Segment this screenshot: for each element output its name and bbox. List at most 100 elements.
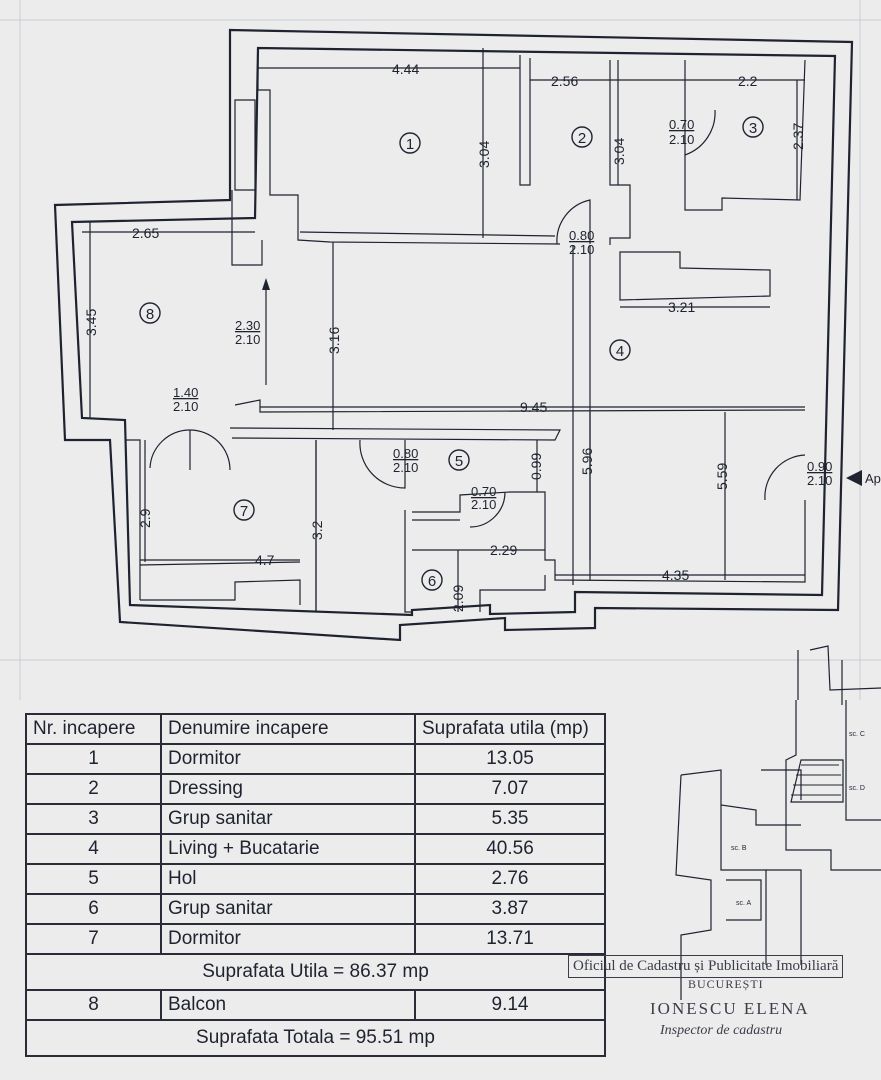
row-nr: 5 — [25, 863, 162, 895]
door-3-height: 2.10 — [669, 132, 694, 147]
grand-total-row: Suprafata Totala = 95.51 mp — [25, 1019, 606, 1057]
room-number-4: 4 — [616, 343, 624, 360]
useful-total-row: Suprafata Utila = 86.37 mp — [25, 953, 606, 991]
door-6-height: 2.10 — [471, 497, 496, 512]
room-number-3: 3 — [749, 120, 757, 137]
table-row: 1 Dormitor 13.05 — [25, 743, 606, 775]
header-area: Suprafata utila (mp) — [414, 713, 606, 745]
table-row: 6 Grup sanitar 3.87 — [25, 893, 606, 925]
dim-0-99: 0.99 — [528, 453, 544, 480]
table-row: 2 Dressing 7.07 — [25, 773, 606, 805]
door-swings — [149, 109, 806, 528]
dim-4-44: 4.44 — [392, 61, 419, 77]
row-name: Dormitor — [160, 923, 416, 955]
dim-3-16: 3.16 — [326, 327, 342, 354]
dim-2-37: 2.37 — [790, 123, 806, 150]
room-number-7: 7 — [240, 503, 248, 520]
header-name: Denumire incapere — [160, 713, 416, 745]
row-nr: 6 — [25, 893, 162, 925]
row-area: 2.76 — [414, 863, 606, 895]
door-5-height: 2.10 — [393, 460, 418, 475]
table-row: 3 Grup sanitar 5.35 — [25, 803, 606, 835]
site-label-a: sc. A — [736, 900, 752, 907]
dim-2-56: 2.56 — [551, 73, 578, 89]
dim-3-21: 3.21 — [668, 299, 695, 315]
room-number-1: 1 — [406, 136, 414, 153]
table-row: 5 Hol 2.76 — [25, 863, 606, 895]
row-area: 3.87 — [414, 893, 606, 925]
balcony-row: 8 Balcon 9.14 — [25, 989, 606, 1021]
balcony-area: 9.14 — [414, 989, 606, 1021]
dim-2-2: 2.2 — [738, 73, 758, 89]
dimension-lines — [82, 48, 805, 612]
dim-2-29: 2.29 — [490, 542, 517, 558]
dim-3-04-room1: 3.04 — [476, 141, 492, 168]
row-area: 13.05 — [414, 743, 606, 775]
dim-2-09: 2.09 — [450, 585, 466, 612]
row-nr: 3 — [25, 803, 162, 835]
stamp-inspector-role: Inspector de cadastru — [660, 1023, 783, 1038]
room-areas-table: Nr. incapere Denumire incapere Suprafata… — [25, 713, 606, 1057]
dim-2-65: 2.65 — [132, 225, 159, 241]
door-2-height: 2.10 — [569, 242, 594, 257]
header-nr: Nr. incapere — [25, 713, 162, 745]
cadastre-stamp: Oficiul de Cadastru și Publicitate Imobi… — [568, 955, 844, 1038]
room-number-8: 8 — [146, 306, 154, 323]
door-entry-height: 2.10 — [807, 473, 832, 488]
table-row: 4 Living + Bucatarie 40.56 — [25, 833, 606, 865]
entry-arrow-icon — [846, 470, 862, 486]
room-number-6: 6 — [428, 573, 436, 590]
door-6-width: 0.70 — [471, 484, 496, 499]
dim-9-45: 9.45 — [520, 399, 547, 415]
balcony-name: Balcon — [160, 989, 416, 1021]
row-area: 7.07 — [414, 773, 606, 805]
door-8-width: 2.30 — [235, 318, 260, 333]
useful-total: Suprafata Utila = 86.37 mp — [25, 953, 606, 991]
row-nr: 7 — [25, 923, 162, 955]
background-grid — [0, 0, 881, 700]
dim-4-35: 4.35 — [662, 567, 689, 583]
row-name: Dormitor — [160, 743, 416, 775]
row-area: 13.71 — [414, 923, 606, 955]
door-8-height: 2.10 — [235, 332, 260, 347]
row-nr: 4 — [25, 833, 162, 865]
row-name: Grup sanitar — [160, 803, 416, 835]
site-plan-lower: sc. C sc. D sc. B sc. A — [675, 700, 881, 1000]
row-area: 5.35 — [414, 803, 606, 835]
row-name: Grup sanitar — [160, 893, 416, 925]
row-name: Living + Bucatarie — [160, 833, 416, 865]
dim-3-45: 3.45 — [83, 309, 99, 336]
site-plan — [797, 645, 881, 705]
row-area: 40.56 — [414, 833, 606, 865]
entry-marker: Ap — [846, 470, 881, 486]
room-number-5: 5 — [455, 453, 463, 470]
dim-5-96: 5.96 — [579, 448, 595, 475]
door-5-width: 0.80 — [393, 446, 418, 461]
door-balcony-width: 1.40 — [173, 385, 198, 400]
row-name: Dressing — [160, 773, 416, 805]
stamp-city: BUCUREȘTI — [688, 977, 764, 991]
interior-walls — [125, 48, 806, 613]
balcony-nr: 8 — [25, 989, 162, 1021]
dimension-labels: 4.44 2.56 2.2 3.04 3.04 2.37 2.65 3.45 3… — [83, 61, 806, 612]
table-row: 7 Dormitor 13.71 — [25, 923, 606, 955]
dim-3-2: 3.2 — [309, 520, 325, 540]
door-entry-width: 0.90 — [807, 459, 832, 474]
grand-total: Suprafata Totala = 95.51 mp — [25, 1019, 606, 1057]
room-markers: 1 2 3 4 5 6 7 8 — [139, 116, 764, 591]
room-number-2: 2 — [578, 130, 586, 147]
row-nr: 1 — [25, 743, 162, 775]
row-nr: 2 — [25, 773, 162, 805]
dim-4-7: 4.7 — [255, 552, 275, 568]
stamp-inspector-name: IONESCU ELENA — [650, 999, 810, 1018]
door-labels: 0.70 2.10 0.80 2.10 2.30 2.10 1.40 2.10 … — [173, 117, 832, 512]
row-name: Hol — [160, 863, 416, 895]
floor-plan: 1 2 3 4 5 6 7 8 4.44 2.56 2.2 3.04 3.04 … — [0, 0, 881, 705]
table-header-row: Nr. incapere Denumire incapere Suprafata… — [25, 713, 606, 745]
stamp-office: Oficiul de Cadastru și Publicitate Imobi… — [568, 955, 844, 978]
door-2-width: 0.80 — [569, 228, 594, 243]
door-3-width: 0.70 — [669, 117, 694, 132]
dim-2-9: 2.9 — [137, 508, 153, 528]
entry-label: Ap — [865, 471, 881, 486]
dim-5-59: 5.59 — [714, 463, 730, 490]
